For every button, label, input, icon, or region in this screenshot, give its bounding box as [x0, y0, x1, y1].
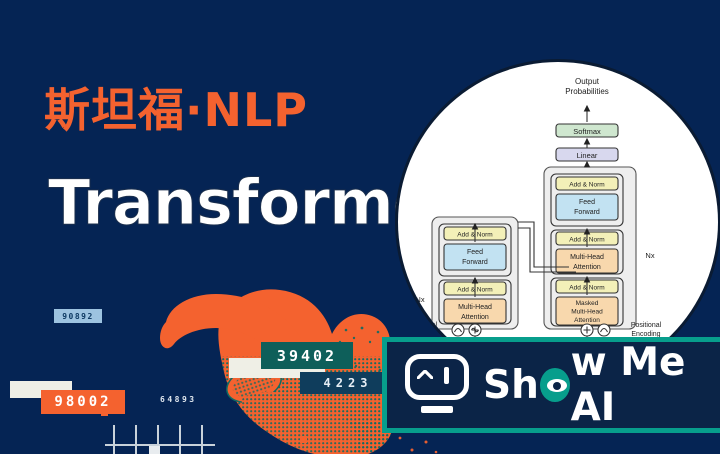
diagram-multihead-label: Attention: [461, 314, 489, 321]
number-tag-teal: 39402: [261, 342, 353, 369]
diagram-add-norm-label: Add & Norm: [457, 287, 492, 294]
diagram-feed-forward-label: Forward: [462, 259, 488, 266]
diagram-add-norm-label: Add & Norm: [569, 237, 604, 244]
show-me-ai-wordmark: Sh w Me AI: [483, 340, 720, 430]
diagram-pos-enc-label: Positional: [407, 322, 438, 329]
transformer-architecture-diagram: Output Probabilities Softmax Linear Add …: [407, 77, 662, 382]
diagram-pos-enc-label: Positional: [631, 322, 662, 329]
diagram-pos-enc-label: Encoding: [631, 331, 660, 338]
diagram-output-label-line2: Probabilities: [565, 87, 609, 96]
diagram-feed-forward-label: Forward: [574, 209, 600, 216]
decor-grid: [105, 425, 215, 454]
number-occluded: 4223: [300, 372, 396, 394]
wordmark-part-2: w Me AI: [570, 340, 686, 430]
page-title: Transformer: [47, 166, 464, 239]
diagram-add-norm-label: Add & Norm: [457, 232, 492, 239]
monitor-caret-icon: [405, 354, 469, 416]
diagram-masked-label: Masked: [576, 300, 599, 307]
diagram-pos-enc-label: Encoding: [407, 331, 436, 338]
decor-square-orange-b: [300, 436, 307, 443]
diagram-add-norm-label: Add & Norm: [569, 285, 604, 292]
diagram-multihead-label: Attention: [573, 264, 601, 271]
page-subtitle-chinese: 斯坦福·NLP: [44, 83, 308, 137]
show-me-ai-banner[interactable]: Sh w Me AI: [382, 337, 720, 433]
diagram-output-label-line1: Output: [575, 77, 600, 86]
eye-icon: [539, 368, 570, 402]
decor-square-orange-a: [101, 409, 108, 416]
diagram-softmax-label: Softmax: [573, 127, 601, 136]
wordmark-part-1: Sh: [483, 362, 539, 408]
diagram-masked-label: Multi-Head: [571, 309, 603, 316]
diagram-masked-label: Attention: [574, 317, 600, 324]
diagram-multihead-label: Multi-Head: [458, 304, 492, 311]
diagram-linear-label: Linear: [577, 151, 598, 160]
diagram-feed-forward-label: Feed: [579, 199, 595, 206]
diagram-circle: Output Probabilities Softmax Linear Add …: [398, 62, 718, 382]
number-plain: 64893: [160, 395, 197, 404]
diagram-multihead-label: Multi-Head: [570, 254, 604, 261]
diagram-nx-right: Nx: [645, 251, 654, 260]
diagram-add-norm-label: Add & Norm: [569, 182, 604, 189]
diagram-feed-forward-label: Feed: [467, 249, 483, 256]
number-tag-orange: 98002: [41, 390, 125, 414]
diagram-nx-left: Nx: [415, 295, 424, 304]
number-tag-blue: 90892: [54, 309, 102, 323]
